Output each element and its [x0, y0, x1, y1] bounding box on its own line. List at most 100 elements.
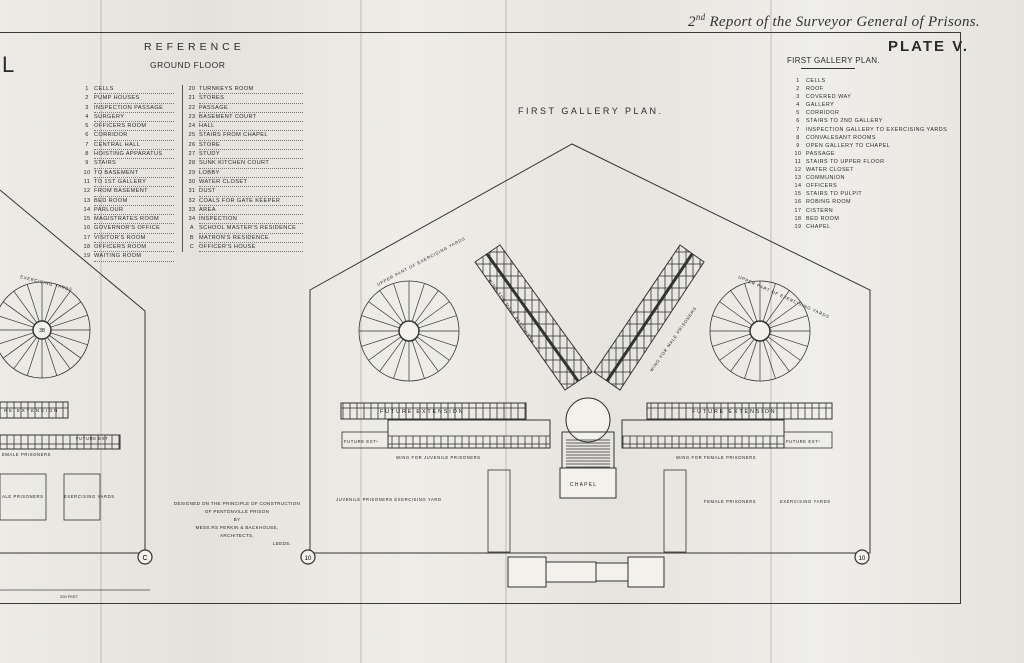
- reference-item-number: 10: [83, 169, 91, 176]
- gallery-item-label: COVERED WAY: [806, 94, 852, 101]
- reference-item-label: GOVERNOR'S OFFICE: [94, 224, 174, 234]
- upper-yard-label-right: UPPER PART OF EXERCISING YARDS: [738, 274, 831, 319]
- exercising-yard-label-left: EXERCISING YARDS: [20, 274, 73, 292]
- left-future-ext-label: FUTURE EXT: [76, 436, 108, 441]
- gallery-item-number: 5: [796, 110, 800, 117]
- exercising-yards-right-label: EXERCISING YARDS: [780, 499, 831, 504]
- left-extension-label: RE EXTENSION: [4, 408, 59, 413]
- yard-wall-line: [769, 315, 808, 329]
- reference-item-number: 4: [85, 113, 89, 120]
- yard-wall-line: [368, 336, 402, 361]
- reference-item-number: 11: [83, 178, 91, 185]
- credit-line-5: ARCHITECTS,: [220, 533, 254, 538]
- yard-wall-line: [416, 336, 450, 361]
- reference-item-label: SUNK KITCHEN COURT: [199, 159, 303, 169]
- gatehouse: [507, 556, 665, 588]
- reference-item-number: 34: [188, 216, 196, 223]
- paper-fold: [505, 0, 507, 663]
- paper-fold: [770, 0, 772, 663]
- yard-wall-line: [730, 290, 755, 324]
- reference-item-number: 13: [83, 197, 91, 204]
- female-yard-column: [663, 469, 687, 553]
- reference-item-number: 27: [188, 151, 196, 158]
- reference-item-number: 17: [83, 234, 91, 241]
- yard-wall-line: [393, 283, 407, 322]
- gallery-item-label: OFFICERS: [806, 183, 838, 190]
- gallery-item-label: BED ROOM: [806, 215, 840, 222]
- reference-item-label: TO 1ST GALLERY: [94, 178, 174, 188]
- paper-fold: [100, 0, 102, 663]
- future-extension-right-block: [646, 402, 833, 420]
- marker-10-right: 10: [854, 549, 870, 565]
- chapel-label: CHAPEL: [570, 482, 597, 488]
- yard-wall-line: [762, 283, 776, 322]
- juvenile-wing-cells: [387, 435, 551, 449]
- radial-yard-partial: [0, 281, 91, 379]
- gallery-item-label: WATER CLOSET: [806, 167, 854, 174]
- left-prisoners-label: ALE PRISONERS: [2, 494, 44, 499]
- credit-line-3: BY: [233, 517, 241, 522]
- gallery-item-number: 10: [794, 150, 802, 157]
- yard-wall-line: [379, 338, 404, 372]
- reference-item-label: HOISTING APPARATUS: [94, 150, 174, 160]
- first-gallery-list-title: FIRST GALLERY PLAN.: [787, 56, 880, 69]
- gallery-item-label: CISTERN: [806, 207, 834, 214]
- gallery-item-label: GALLERY: [806, 102, 835, 109]
- reference-item-label: AREA: [199, 206, 303, 216]
- reference-item-label: OFFICERS ROOM: [94, 122, 174, 132]
- reference-item-number: A: [189, 225, 195, 232]
- male-wing-left: [474, 244, 593, 391]
- reference-item-number: B: [189, 234, 195, 241]
- reference-item-number: 5: [85, 123, 89, 130]
- chapel-lower: [559, 467, 617, 499]
- left-yard-block-2: [63, 473, 101, 521]
- reference-title: REFERENCE: [144, 41, 245, 53]
- gallery-item-label: PASSAGE: [806, 150, 835, 157]
- reference-item-number: 18: [83, 244, 91, 251]
- reference-item-label: VISITOR'S ROOM: [94, 234, 174, 244]
- reference-item-number: 24: [188, 123, 196, 130]
- future-ext-left-label: FUTURE EXTⁿ: [344, 439, 378, 444]
- yard-wall-line: [712, 333, 751, 347]
- radial-yard-right: [709, 280, 811, 382]
- female-prisoners-label: FEMALE PRISONERS: [704, 499, 756, 504]
- reference-item-label: WAITING ROOM: [94, 252, 174, 262]
- reference-item-label: MAGISTRATES ROOM: [94, 215, 174, 225]
- reference-subtitle: GROUND FLOOR: [150, 60, 226, 70]
- yard-wall-line: [49, 335, 82, 359]
- yard-wall-line: [44, 284, 58, 322]
- yard-wall-line: [0, 315, 34, 328]
- reference-item-number: 26: [188, 141, 196, 148]
- reference-item-label: BASEMENT COURT: [199, 113, 303, 123]
- reference-item-number: 19: [83, 253, 91, 260]
- reference-item-number: 21: [188, 95, 196, 102]
- yard-wall-line: [411, 283, 425, 322]
- yard-wall-line: [767, 301, 801, 326]
- reference-item-label: LOBBY: [199, 169, 303, 178]
- yard-wall-line: [361, 333, 400, 347]
- reference-item-label: PASSAGE: [199, 104, 303, 113]
- reference-item-label: MATRON'S RESIDENCE: [199, 234, 303, 244]
- gallery-item-number: 11: [794, 158, 802, 165]
- reference-item-label: CORRIDOR: [94, 131, 174, 141]
- yard-wall-line: [416, 301, 450, 326]
